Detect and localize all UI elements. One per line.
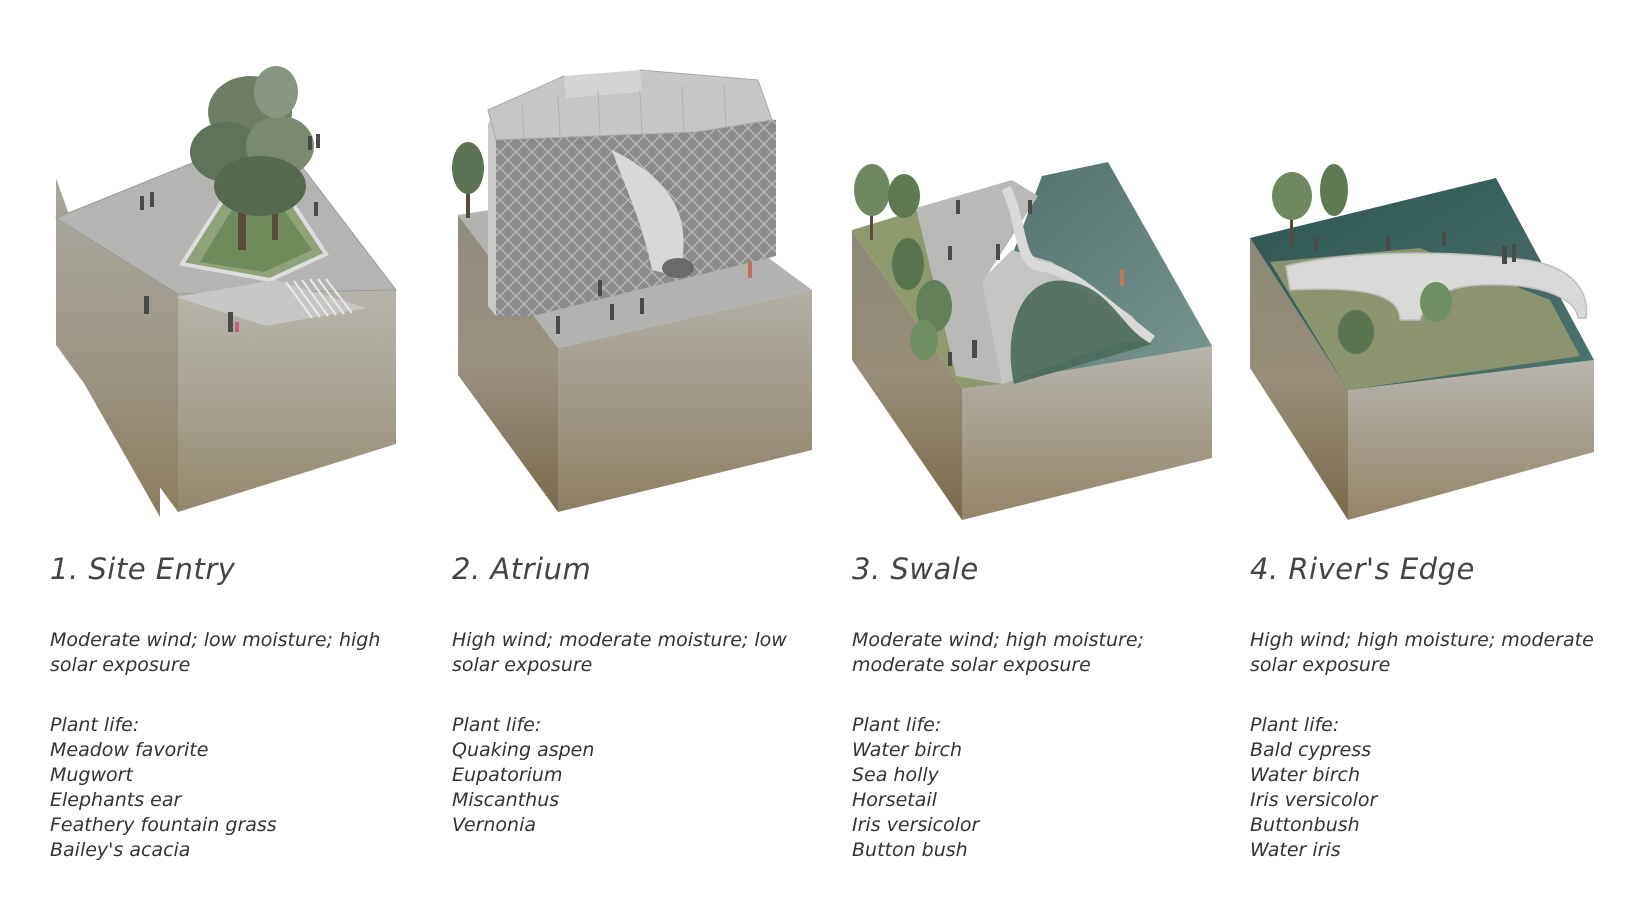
conditions-text: Moderate wind; low moisture; high solar … xyxy=(50,629,381,676)
plant-list: Plant life: Quaking aspen Eupatorium Mis… xyxy=(452,713,594,838)
site-entry-block-illustration xyxy=(54,66,397,517)
plant-life-heading: Plant life: xyxy=(50,714,140,736)
plant-item: Miscanthus xyxy=(452,789,560,811)
plant-item: Bailey's acacia xyxy=(50,839,191,861)
plant-item: Vernonia xyxy=(452,814,537,836)
plant-item: Eupatorium xyxy=(452,764,563,786)
panel-title: 1. Site Entry xyxy=(50,552,236,586)
panel-site-entry: 1. Site Entry Moderate wind; low moistur… xyxy=(50,0,450,900)
plant-item: Horsetail xyxy=(852,789,937,811)
plant-item: Quaking aspen xyxy=(452,739,595,761)
plant-item: Bald cypress xyxy=(1250,739,1372,761)
swale-block-illustration xyxy=(852,162,1212,520)
plant-item: Mugwort xyxy=(50,764,133,786)
plant-list: Plant life: Meadow favorite Mugwort Elep… xyxy=(50,713,277,863)
plant-life-heading: Plant life: xyxy=(852,714,942,736)
plant-item: Iris versicolor xyxy=(1250,789,1378,811)
panel-swale: 3. Swale Moderate wind; high moisture; m… xyxy=(852,0,1252,900)
conditions-text: High wind; high moisture; moderate solar… xyxy=(1250,629,1594,676)
plant-item: Buttonbush xyxy=(1250,814,1360,836)
plant-item: Water birch xyxy=(1250,764,1361,786)
plant-list: Plant life: Water birch Sea holly Horset… xyxy=(852,713,979,863)
panel-title: 2. Atrium xyxy=(452,552,592,586)
plant-life-heading: Plant life: xyxy=(452,714,542,736)
plant-item: Button bush xyxy=(852,839,968,861)
plant-item: Feathery fountain grass xyxy=(50,814,277,836)
panel-rivers-edge: 4. River's Edge High wind; high moisture… xyxy=(1250,0,1650,900)
rivers-edge-block-illustration xyxy=(1250,164,1594,520)
plant-list: Plant life: Bald cypress Water birch Iri… xyxy=(1250,713,1377,863)
plant-life-heading: Plant life: xyxy=(1250,714,1340,736)
plant-item: Iris versicolor xyxy=(852,814,980,836)
conditions-text: Moderate wind; high moisture; moderate s… xyxy=(852,629,1144,676)
panel-title: 3. Swale xyxy=(852,552,979,586)
atrium-block-illustration xyxy=(452,69,812,512)
plant-item: Meadow favorite xyxy=(50,739,209,761)
panel-title: 4. River's Edge xyxy=(1250,552,1475,586)
panel-atrium: 2. Atrium High wind; moderate moisture; … xyxy=(452,0,852,900)
conditions-text: High wind; moderate moisture; low solar … xyxy=(452,629,787,676)
plant-item: Sea holly xyxy=(852,764,939,786)
plant-item: Water iris xyxy=(1250,839,1341,861)
plant-item: Water birch xyxy=(852,739,963,761)
plant-item: Elephants ear xyxy=(50,789,182,811)
